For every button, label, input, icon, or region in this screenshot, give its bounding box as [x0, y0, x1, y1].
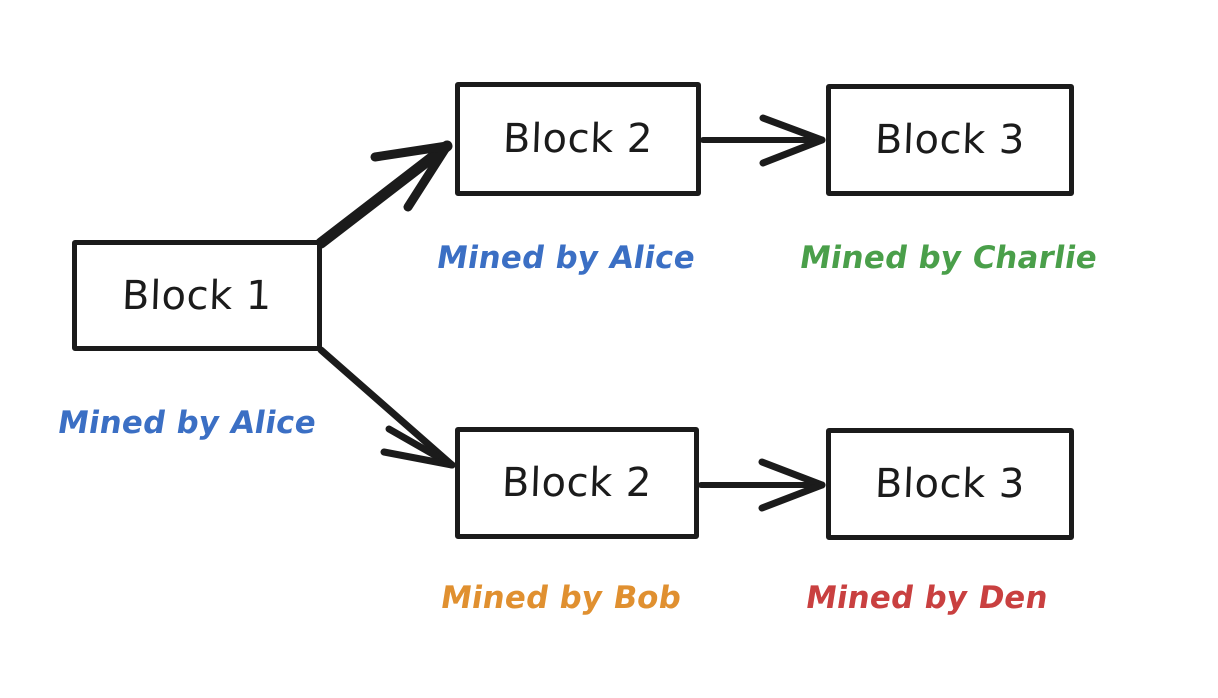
miner-label-block-2-bot: Mined by Bob — [438, 580, 685, 616]
arrow-top-chain — [700, 114, 826, 167]
block-node-block-1[interactable]: Block 1 — [72, 240, 322, 351]
block-node-block-2-top[interactable]: Block 2 — [455, 82, 701, 196]
block-node-block-3-top[interactable]: Block 3 — [826, 84, 1074, 196]
block-node-block-3-bot[interactable]: Block 3 — [826, 428, 1074, 540]
arrow-fork-down — [317, 346, 456, 469]
arrow-fork-up — [315, 140, 453, 249]
block-label: Block 3 — [874, 461, 1026, 507]
block-label: Block 2 — [502, 116, 654, 162]
miner-label-block-3-bot: Mined by Den — [803, 580, 1051, 616]
block-label: Block 2 — [501, 460, 653, 506]
arrow-bot-chain — [698, 458, 826, 512]
miner-label-block-2-top: Mined by Alice — [434, 240, 699, 276]
block-label: Block 1 — [121, 272, 273, 319]
block-node-block-2-bot[interactable]: Block 2 — [455, 427, 699, 539]
miner-label-block-1: Mined by Alice — [55, 405, 320, 441]
block-label: Block 3 — [874, 117, 1026, 163]
miner-label-block-3-top: Mined by Charlie — [797, 240, 1101, 276]
